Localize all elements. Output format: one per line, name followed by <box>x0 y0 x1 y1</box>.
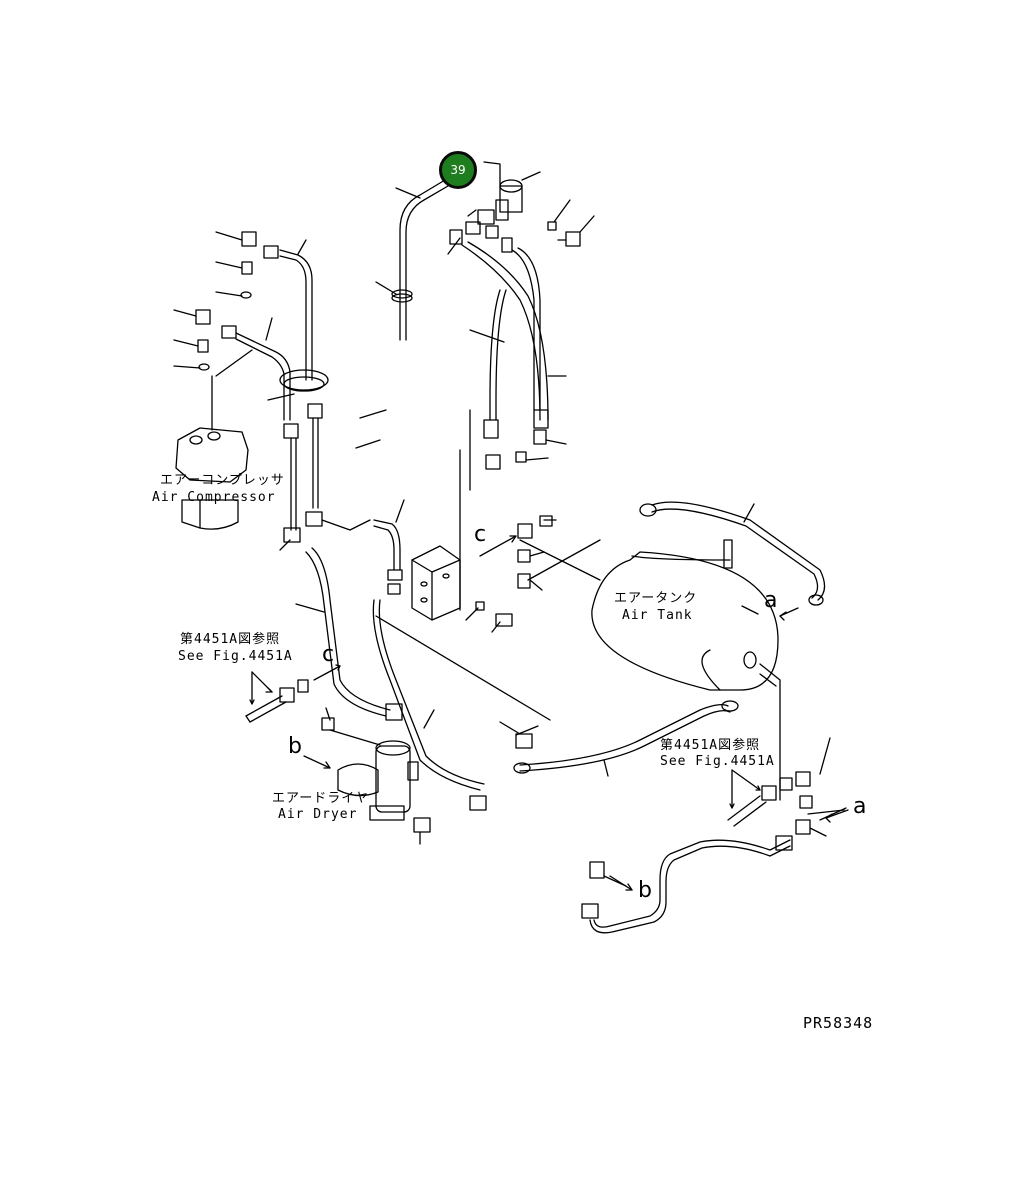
see-fig-reference-right-jp[interactable]: 第4451A図参照 <box>660 738 761 753</box>
drawing-code: PR58348 <box>803 1014 874 1032</box>
left-ref-fittings <box>245 664 341 723</box>
air-compressor-label-jp: エアーコンプレッサ <box>160 473 285 488</box>
part-callout-39[interactable]: 39 <box>439 151 477 189</box>
connection-letter-a-lower: a <box>853 794 867 819</box>
air-compressor-label-en: Air Compressor <box>152 490 276 505</box>
air-tank-label-en: Air Tank <box>622 608 693 623</box>
connection-letter-c-upper: c <box>474 522 487 547</box>
direction-arrows <box>303 535 849 891</box>
connection-letter-b-dryer: b <box>288 734 302 759</box>
lower-right-pipe <box>581 835 793 934</box>
lower-hoses <box>305 547 739 811</box>
air-compressor-drawing <box>175 231 257 530</box>
connection-letter-b-lower: b <box>638 878 652 903</box>
top-valve-assembly <box>465 179 581 247</box>
see-fig-reference-right-en[interactable]: See Fig.4451A <box>660 754 775 769</box>
leader-lines <box>173 161 845 845</box>
air-tank-drawing <box>517 501 826 801</box>
upper-bent-tube <box>391 179 449 341</box>
connection-letter-a-tank: a <box>764 588 778 613</box>
left-upper-hoses <box>221 245 371 543</box>
hose-pair-center <box>449 229 549 611</box>
see-fig-reference-left-jp[interactable]: 第4451A図参照 <box>180 632 281 647</box>
manifold-block <box>373 519 513 627</box>
air-dryer-label-en: Air Dryer <box>278 807 358 822</box>
air-dryer-drawing <box>321 717 431 833</box>
connection-letter-c-left: c <box>322 642 335 667</box>
air-dryer-label-jp: エアードライヤ <box>272 791 369 806</box>
see-fig-reference-left-en[interactable]: See Fig.4451A <box>178 649 293 664</box>
right-ref-fittings <box>727 769 847 835</box>
air-tank-label-jp: エアータンク <box>614 591 698 606</box>
